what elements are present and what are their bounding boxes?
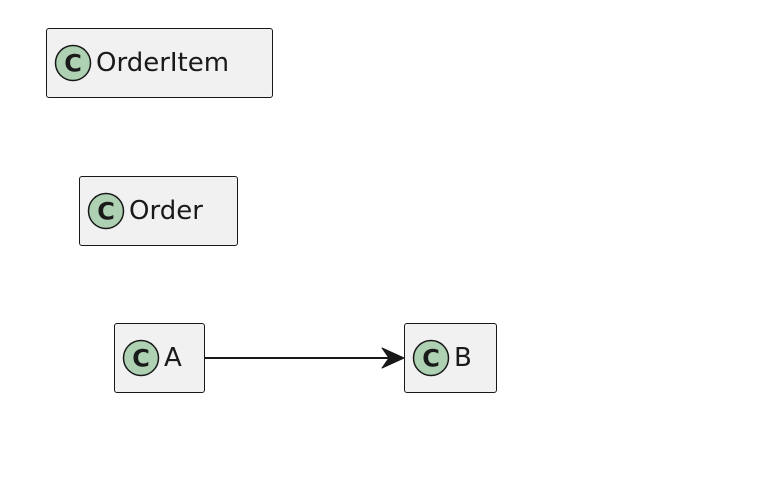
class-orderitem[interactable]: C OrderItem: [46, 28, 273, 98]
class-name: Order: [129, 196, 203, 226]
class-b[interactable]: C B: [404, 323, 497, 393]
class-c-icon: C: [54, 44, 92, 82]
class-name: OrderItem: [96, 48, 230, 78]
class-a[interactable]: C A: [114, 323, 205, 393]
class-stereotype-letter: C: [64, 50, 82, 78]
class-c-icon: C: [87, 192, 125, 230]
class-order[interactable]: C Order: [79, 176, 238, 246]
class-c-icon: C: [122, 339, 160, 377]
class-name: A: [164, 343, 182, 373]
class-name: B: [454, 343, 472, 373]
arrowhead-icon: [381, 347, 405, 369]
class-stereotype-letter: C: [132, 345, 150, 373]
class-stereotype-letter: C: [422, 345, 440, 373]
class-stereotype-letter: C: [97, 198, 115, 226]
class-c-icon: C: [412, 339, 450, 377]
relation-a-to-b[interactable]: [205, 347, 405, 369]
